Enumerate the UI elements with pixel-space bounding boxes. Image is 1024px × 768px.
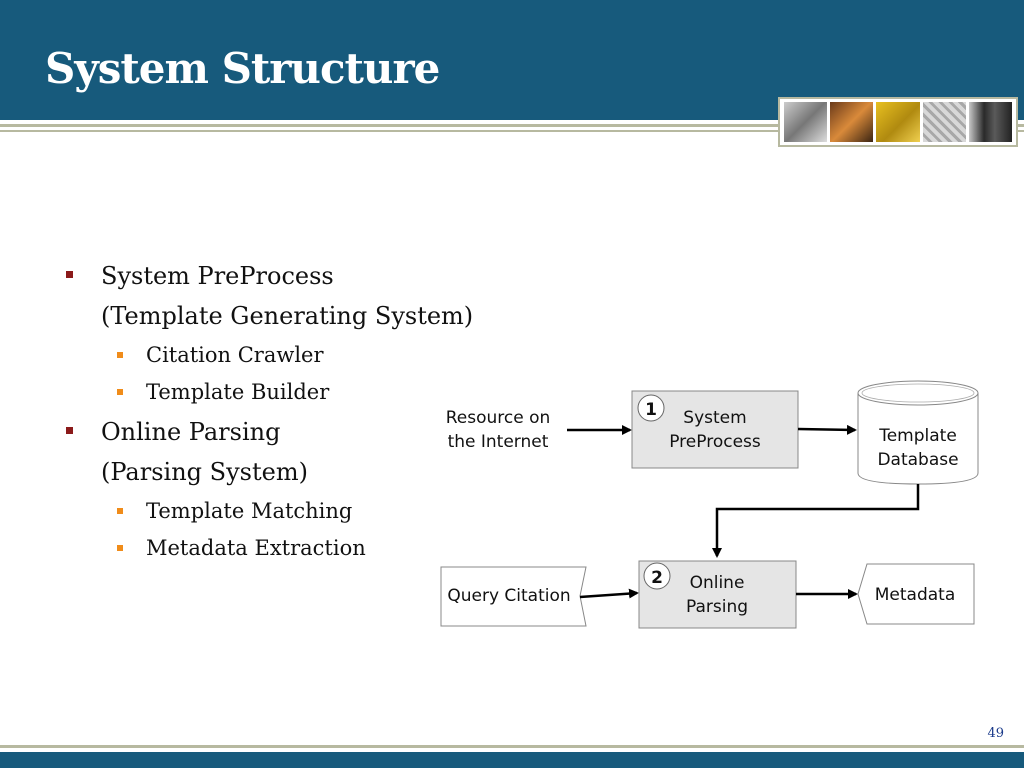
photo-people	[968, 102, 1013, 142]
header-divider	[0, 124, 1024, 127]
footer-bar	[0, 752, 1024, 768]
header-divider-thin	[0, 130, 1024, 132]
database-label-line1: Template	[878, 426, 957, 446]
bullet-item: System PreProcess	[101, 262, 334, 290]
photo-reader	[830, 102, 874, 142]
bullet-item: Online Parsing	[101, 418, 281, 446]
arrow-database-to-parsing	[712, 484, 920, 558]
slide-title: System Structure	[45, 44, 440, 93]
query-citation-label: Query Citation	[447, 586, 570, 606]
sub-bullet-marker	[117, 389, 123, 395]
bullet-marker	[66, 427, 73, 434]
preprocess-label-line1: System	[683, 408, 746, 428]
bullet-marker	[66, 271, 73, 278]
arrow-preprocess-to-database	[797, 424, 857, 435]
database-label-line2: Database	[877, 450, 958, 470]
preprocess-label-line2: PreProcess	[669, 432, 761, 452]
sub-bullet-marker	[117, 352, 123, 358]
sub-bullet-item: Citation Crawler	[146, 343, 324, 367]
step-2-number: 2	[651, 568, 663, 588]
sub-bullet-marker	[117, 545, 123, 551]
sub-bullet-marker	[117, 508, 123, 514]
step-1-badge	[637, 394, 665, 422]
bullet-item: (Parsing System)	[101, 458, 308, 486]
resource-label-line1: Resource on	[446, 408, 551, 428]
arrow-query-to-parsing	[579, 588, 639, 599]
photo-clock-gold	[876, 102, 920, 142]
resource-label-line2: the Internet	[448, 432, 549, 452]
metadata-label: Metadata	[875, 585, 956, 605]
bullet-item: (Template Generating System)	[101, 302, 474, 330]
sub-bullet-item: Template Builder	[146, 380, 330, 404]
footer-divider	[0, 745, 1024, 748]
sub-bullet-item: Metadata Extraction	[146, 536, 366, 560]
template-database-cylinder	[857, 380, 979, 485]
parsing-label-line2: Parsing	[686, 597, 748, 617]
page-number: 49	[987, 726, 1004, 741]
photo-strip	[778, 97, 1018, 147]
photo-clock	[784, 102, 828, 142]
step-1-number: 1	[645, 400, 657, 420]
query-citation-shape	[440, 566, 587, 627]
photo-pattern	[922, 102, 966, 142]
step-2-badge	[643, 562, 671, 590]
parsing-label-line1: Online	[690, 573, 745, 593]
sub-bullet-item: Template Matching	[146, 499, 353, 523]
metadata-shape	[857, 563, 975, 625]
